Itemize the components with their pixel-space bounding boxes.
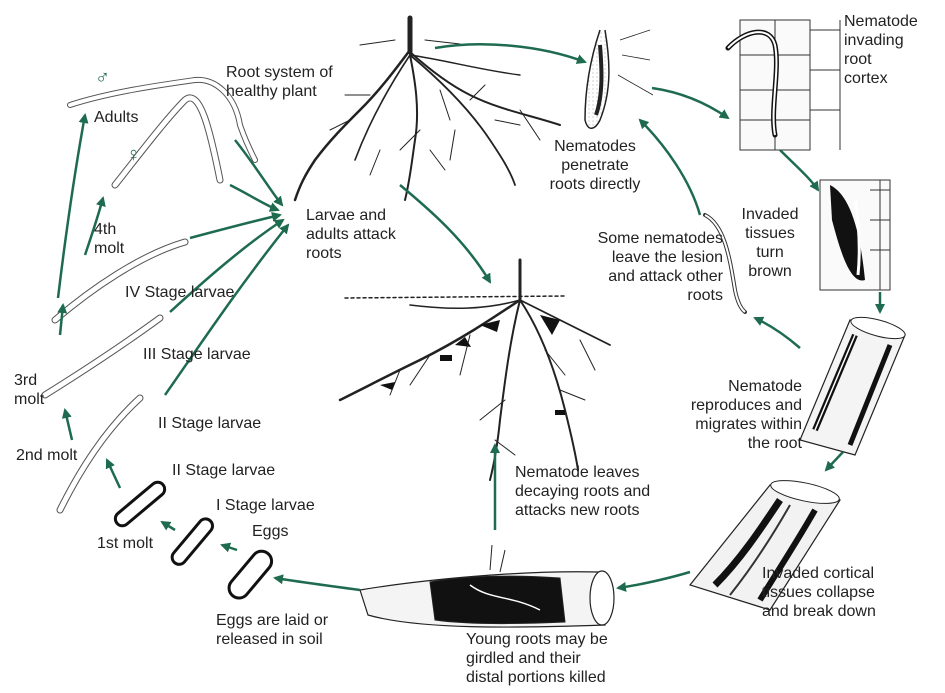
arrow-healthy-to-damaged (400, 185, 490, 282)
arrow-2ndmolt-to-3rdmolt (65, 410, 72, 440)
arrow-stage4-to-attack (190, 215, 280, 238)
arrow-penetrate-to-invading (652, 88, 728, 118)
arrow-molt-to-adults (58, 115, 85, 298)
label-stage1: I Stage larvae (216, 496, 315, 515)
arrow-segment-to-collapse (826, 452, 843, 470)
arrow-3rdmolt-to-4thmolt (60, 305, 63, 335)
arrow-stage1-to-stage2 (162, 522, 175, 530)
label-eggs: Eggs (252, 522, 288, 541)
root-segment-migration-illustration (800, 313, 907, 455)
label-stage2a: II Stage larvae (172, 461, 275, 480)
healthy-root-system-illustration (295, 18, 560, 200)
arrow-male-to-attack (235, 140, 282, 205)
arrow-eggs-to-stage1 (222, 545, 237, 550)
label-molt2: 2nd molt (16, 446, 77, 465)
label-molt1: 1st molt (97, 534, 153, 553)
female-symbol-icon: ♀ (126, 145, 141, 165)
label-stage2b: II Stage larvae (158, 414, 261, 433)
label-stage3: III Stage larvae (143, 345, 251, 364)
arrow-collapse-to-girdled (618, 572, 690, 588)
male-symbol-icon: ♂ (95, 68, 110, 88)
arrow-invading-to-brown (780, 150, 818, 190)
girdled-root-illustration (360, 545, 614, 627)
label-stage4: IV Stage larvae (125, 283, 234, 302)
nematode-stages-illustration (45, 80, 276, 602)
arrow-stage2-to-attack (165, 225, 288, 395)
arrow-stage2-to-2ndmolt (107, 460, 120, 488)
root-cortex-cells-illustration (728, 20, 840, 150)
arrow-reproduce-to-leave (755, 318, 800, 348)
browned-tissue-illustration (820, 180, 890, 290)
label-adults: Adults (94, 108, 138, 127)
arrow-girdled-to-eggs (275, 578, 360, 590)
root-tip-penetration-illustration (585, 30, 653, 128)
arrow-root-to-penetrate (435, 44, 585, 62)
